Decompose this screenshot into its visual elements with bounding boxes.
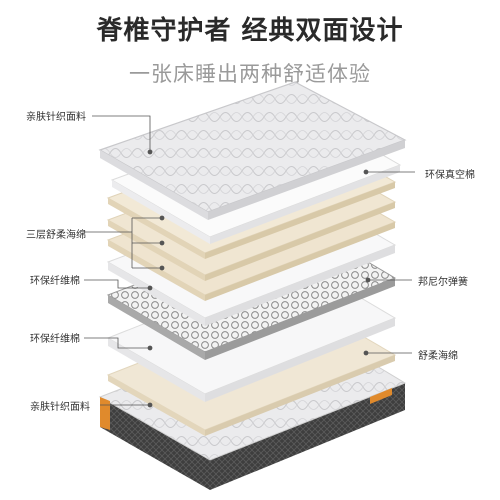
label-triple-foam: 三层舒柔海绵 [26,230,86,241]
label-fiber-cotton-2: 环保纤维棉 [30,334,80,345]
label-bottom-fabric: 亲肤针织面料 [30,402,90,413]
label-pocket-springs: 邦尼尔弹簧 [418,277,468,288]
label-eco-vacuum-cotton: 环保真空棉 [425,170,475,181]
label-fiber-cotton-1: 环保纤维棉 [30,276,80,287]
leader-lines [82,115,415,408]
page-title: 脊椎守护者 经典双面设计 [96,16,404,46]
top-quilted-fabric-layer [98,81,407,220]
label-soft-foam: 舒柔海绵 [418,351,458,362]
label-top-fabric: 亲肤针织面料 [26,112,86,123]
page-subtitle: 一张床睡出两种舒适体验 [129,62,371,86]
